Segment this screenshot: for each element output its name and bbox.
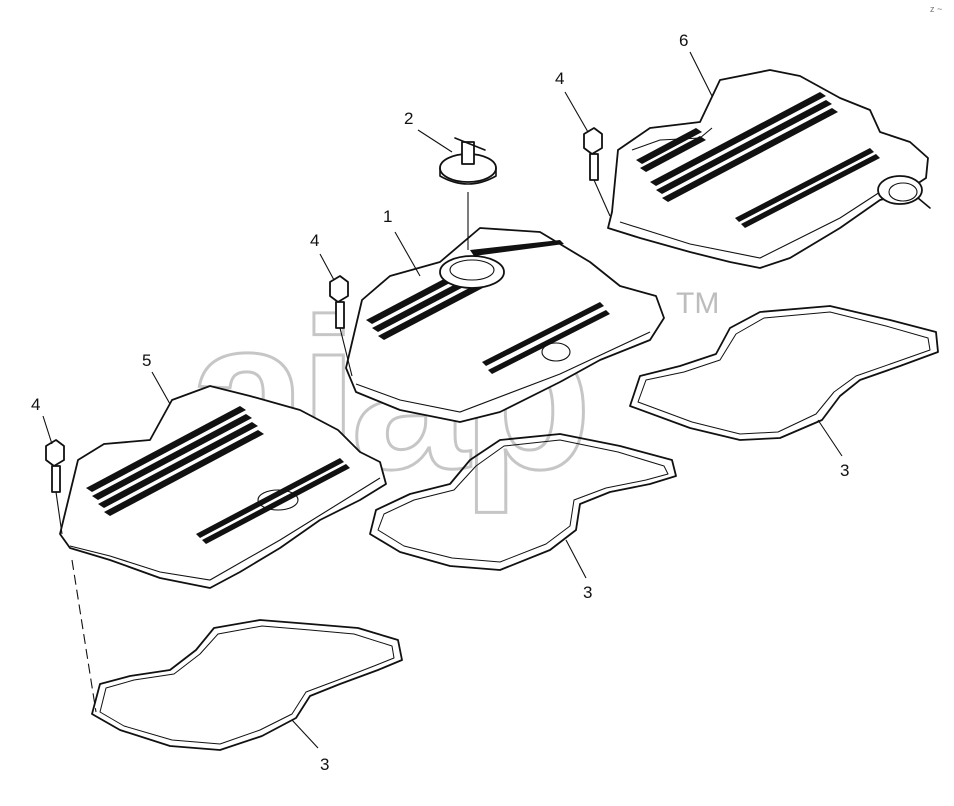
callouts: 1 2 3 3 3 4 4 4 5 6 [31, 31, 849, 774]
callout-4-middle: 4 [310, 231, 319, 250]
oil-filler-cap-2 [439, 137, 497, 250]
gasket-3-middle [369, 433, 677, 571]
bolt-4-middle [329, 275, 353, 377]
valve-cover-1 [345, 227, 665, 423]
gasket-3-bottom [71, 559, 403, 751]
valve-cover-5 [59, 385, 387, 589]
cover-5-ribs [86, 406, 350, 544]
gasket-3-right [629, 305, 939, 441]
callout-3-right: 3 [840, 461, 849, 480]
callout-1: 1 [383, 207, 392, 226]
callout-2: 2 [404, 109, 413, 128]
bolt-4-right [583, 127, 611, 217]
callout-3-bottom: 3 [320, 755, 329, 774]
valve-cover-6 [607, 69, 931, 269]
cover-6-ribs [636, 92, 880, 228]
callout-3-middle: 3 [583, 583, 592, 602]
bolt-4-left [45, 439, 65, 535]
watermark-tm: TM [676, 287, 719, 320]
callout-5: 5 [142, 351, 151, 370]
callout-4-left: 4 [31, 395, 40, 414]
leader-lines [42, 51, 843, 749]
callout-4-right: 4 [555, 69, 564, 88]
callout-6: 6 [679, 31, 688, 50]
corner-mark: z ~ [930, 4, 942, 14]
